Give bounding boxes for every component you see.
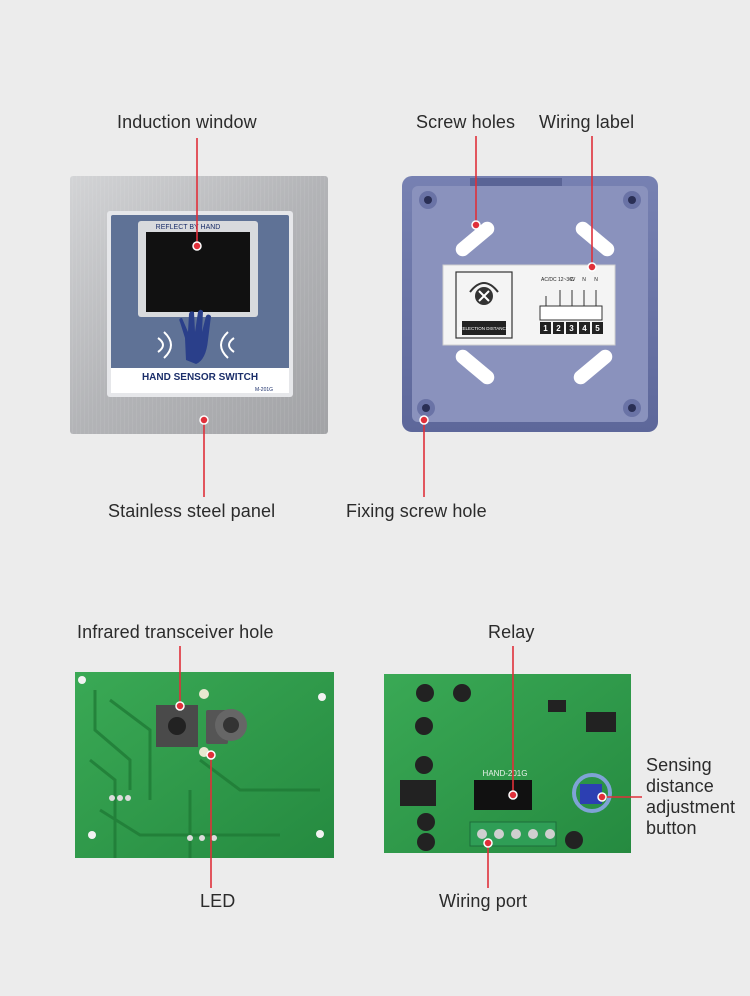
stainless-steel-panel-label: Stainless steel panel [108,501,276,521]
wiring-port-label: Wiring port [439,891,528,911]
terminal-numbers: 1 2 3 4 5 [543,324,600,333]
terminal-5: 5 [595,324,600,333]
contact-n1: N [582,277,586,283]
terminal-3: 3 [569,324,574,333]
wiring-label-label: Wiring label [539,112,635,132]
potentiometer-icon [572,773,612,813]
terminal-2: 2 [556,324,561,333]
contact-c: C [570,277,574,283]
infrared-sensor-icon [156,705,247,747]
screw-holes-icon [455,221,615,385]
relay-label: Relay [488,622,535,642]
fixing-screw-hole-icon [417,191,641,417]
wiring-port-icon [469,821,557,847]
infrared-transceiver-hole-label: Infrared transceiver hole [77,622,274,642]
induction-window-label: Induction window [117,112,257,132]
screw-holes-label: Screw holes [416,112,516,132]
terminal-strip [539,290,603,334]
fixing-screw-hole-label: Fixing screw hole [346,501,487,521]
terminal-1: 1 [543,324,548,333]
led-icon [199,689,209,699]
panel-bottom-text: HAND SENSOR SWITCH [142,372,258,383]
pcb-front [75,672,334,858]
pcb-board-text: HAND-201G [483,769,528,778]
panel-model-text: M-201G [255,387,273,393]
sensing-distance-button-label: Sensing distance adjustment button [646,755,736,838]
led-label: LED [200,891,236,911]
contact-letters: C N N [570,277,598,283]
wiring-label-distance: RELECTION DISTANCE [459,326,508,331]
terminal-4: 4 [582,324,587,333]
stainless-steel-panel [70,176,328,434]
callout-lines [175,136,642,888]
wiring-label-voltage: AC/DC 12~36V [541,277,576,283]
panel-top-text: REFLECT BY HAND [156,224,221,231]
pcb-back [384,674,631,853]
housing-back [402,176,658,432]
hand-icon [157,309,235,364]
relay-icon [474,780,532,810]
contact-n2: N [594,277,598,283]
